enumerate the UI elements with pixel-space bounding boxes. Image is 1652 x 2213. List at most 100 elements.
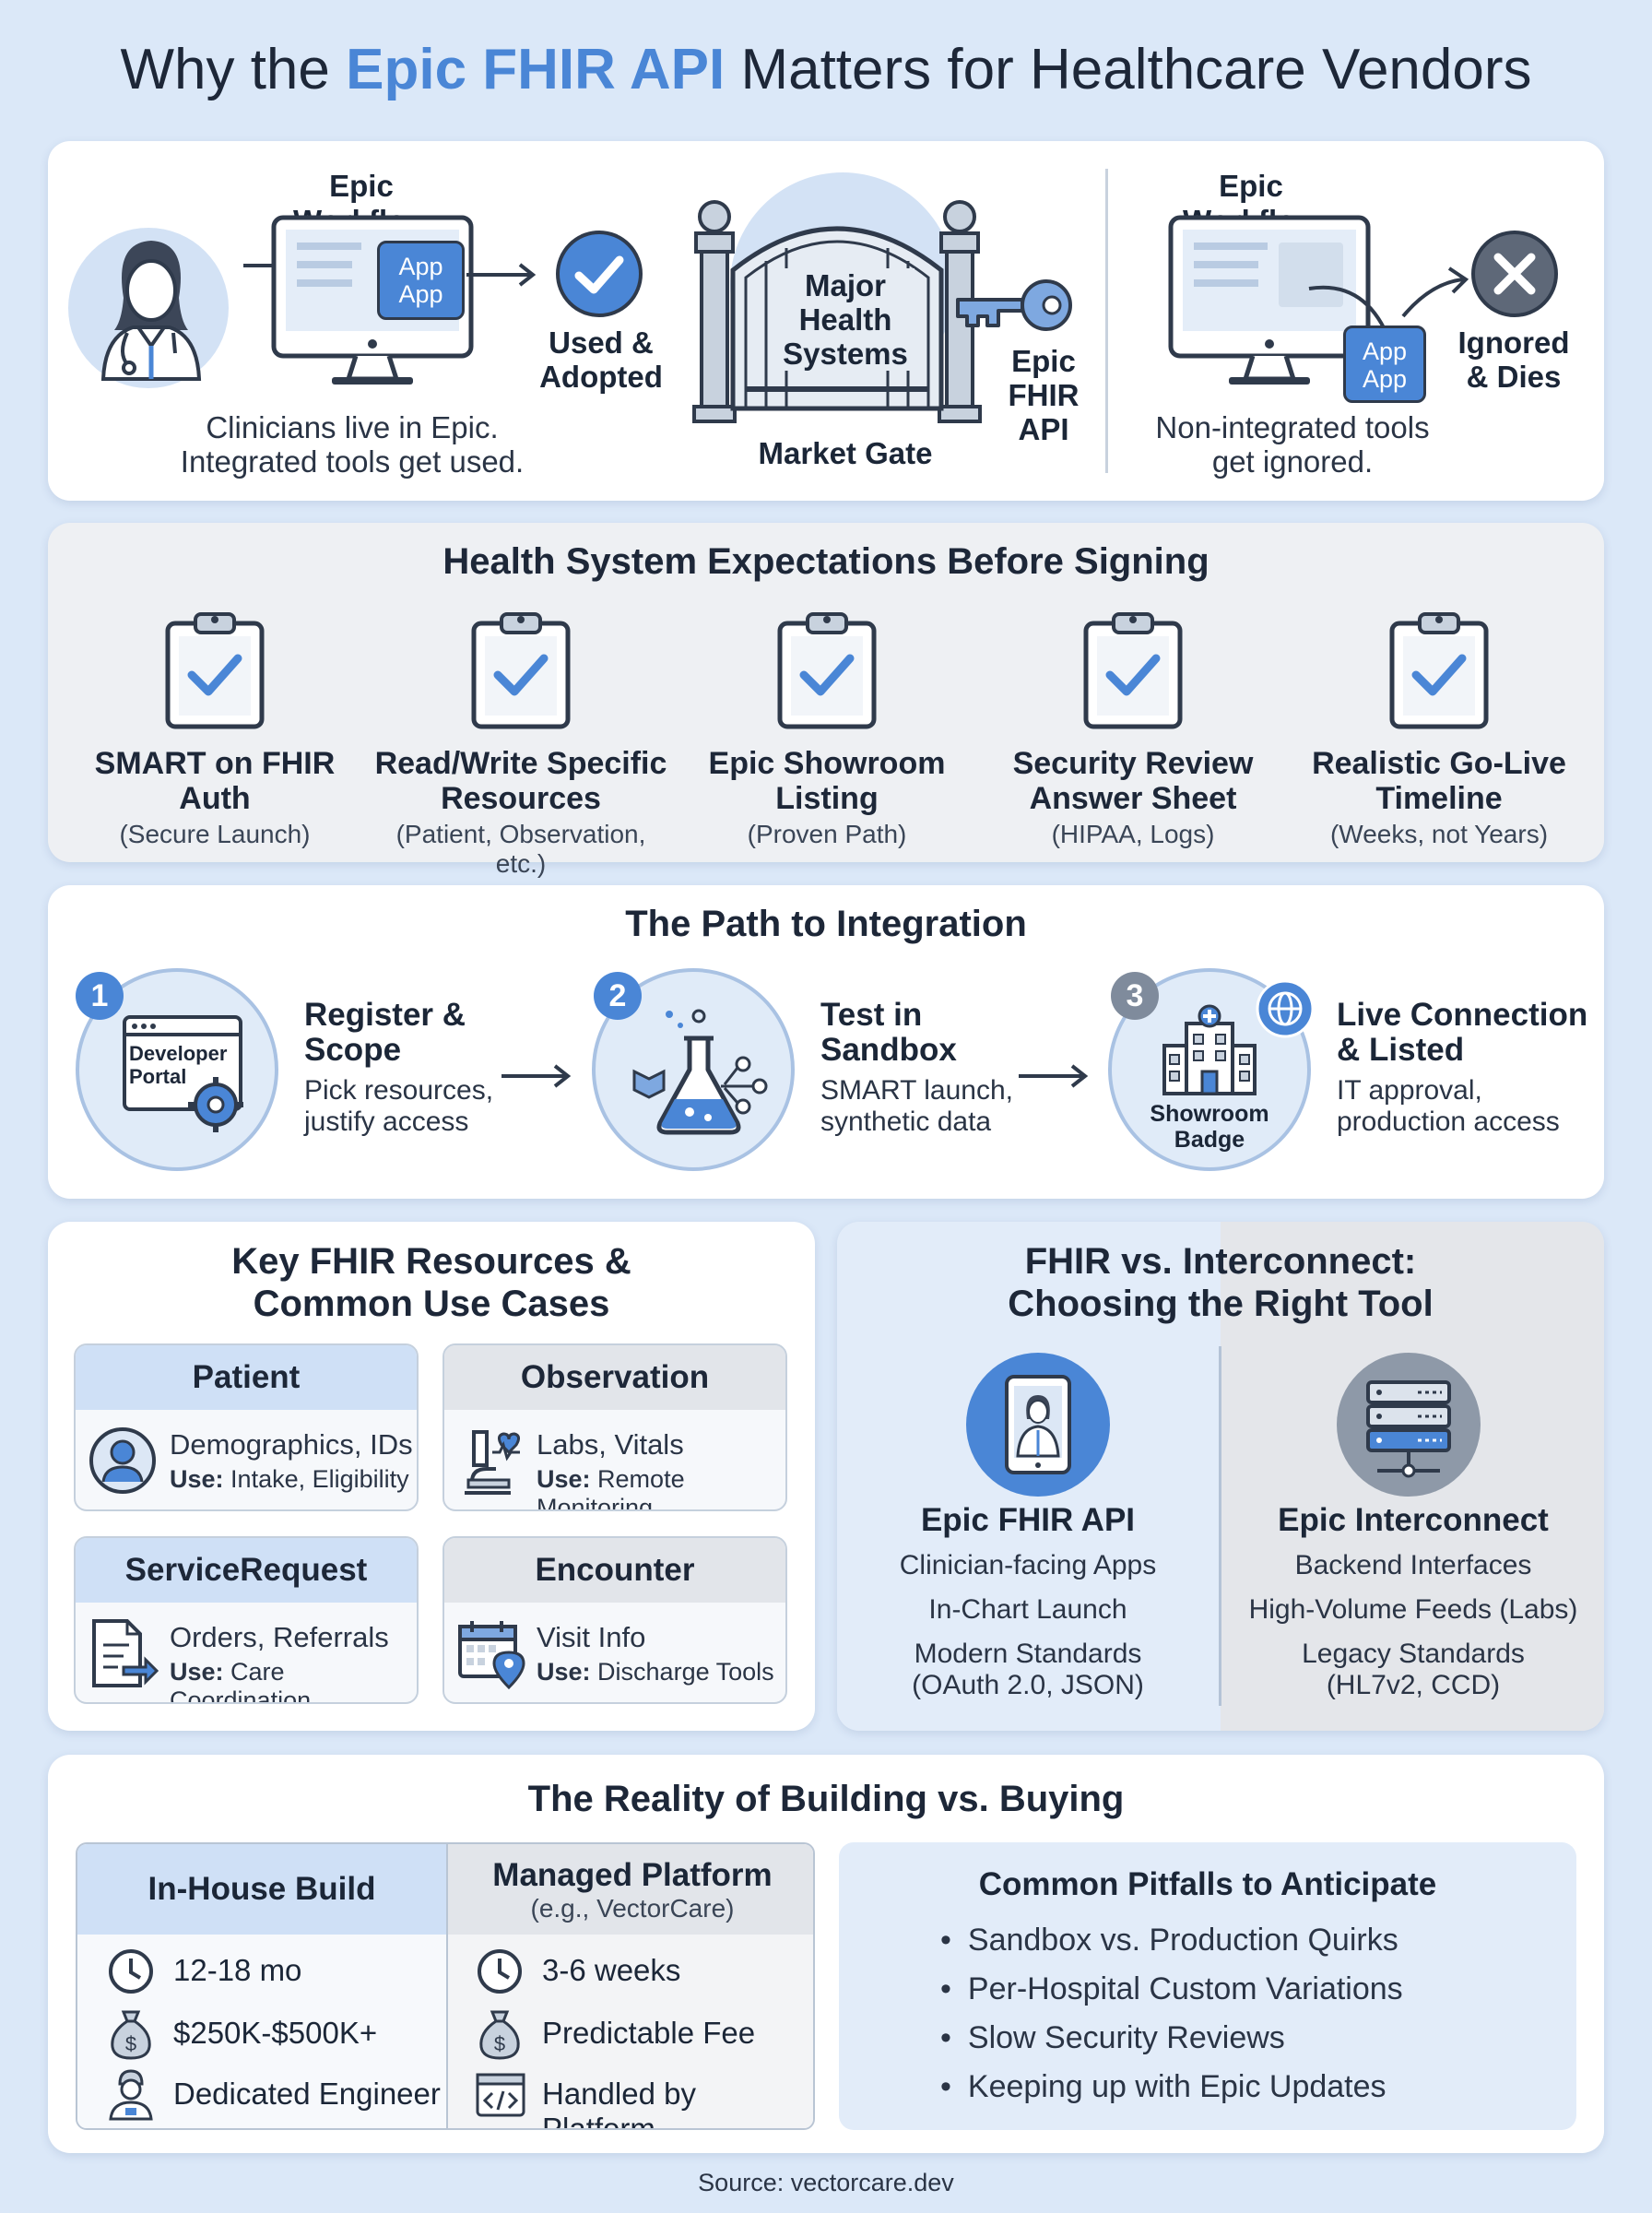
engineer-icon: [109, 2069, 153, 2121]
step-title: Live Connection& Listed: [1337, 998, 1595, 1068]
resources-card: Key FHIR Resources &Common Use Cases Pat…: [48, 1222, 815, 1731]
server-icon: [1337, 1353, 1481, 1497]
market-gate-caption: Market Gate: [758, 436, 933, 470]
expectation-sub: (Patient, Observation, etc.): [395, 820, 646, 878]
fhir-column: Epic FHIR API Clinician-facing Apps In-C…: [837, 1498, 1219, 1701]
step-desc: SMART launch,synthetic data: [820, 1075, 1042, 1138]
clock-icon: [109, 1949, 153, 1994]
pitfall-item: Keeping up with Epic Updates: [940, 2063, 1576, 2112]
expectation-sub: (HIPAA, Logs): [1051, 820, 1215, 848]
inhouse-name: In-House Build: [148, 1871, 376, 1907]
resource-card-observation: Observation Labs, Vitals Use: Remote Mon…: [442, 1343, 787, 1511]
user-icon: [89, 1427, 156, 1494]
step-desc-line: Pick resources,: [304, 1075, 494, 1106]
app-label: App: [398, 280, 443, 308]
key-line: FHIR: [1008, 378, 1080, 412]
heading-line: Key FHIR Resources &: [231, 1241, 631, 1282]
step-desc-line: SMART launch,: [820, 1075, 1013, 1106]
key-line: API: [1018, 412, 1069, 446]
page-title: Why the Epic FHIR API Matters for Health…: [0, 37, 1652, 102]
interconnect-line: High-Volume Feeds (Labs): [1248, 1594, 1578, 1625]
step-title: Register &Scope: [304, 998, 525, 1068]
money-bag-icon: $: [479, 2010, 520, 2060]
hospital-icon: [1162, 1004, 1257, 1095]
title-prefix: Why the: [120, 38, 347, 101]
use-value: Care Coordination: [170, 1658, 312, 1704]
expectation-line: SMART on FHIR: [94, 746, 336, 781]
use-prefix: Use:: [170, 1465, 224, 1493]
flask-icon: [632, 1009, 768, 1135]
managed-staff: Handled by Platform: [542, 2077, 696, 2130]
expectation-sub: (Secure Launch): [119, 820, 311, 848]
ignored-label: Ignored& Dies: [1440, 325, 1587, 394]
compare-card: FHIR vs. Interconnect:Choosing the Right…: [837, 1222, 1604, 1731]
resource-use: Use: Remote Monitoring: [537, 1465, 785, 1511]
icon-label-line: Showroom: [1150, 1101, 1269, 1127]
resources-heading: Key FHIR Resources &Common Use Cases: [48, 1240, 815, 1325]
title-highlight: Epic FHIR API: [346, 38, 726, 101]
code-window-icon: [476, 2073, 525, 2117]
arrow-right-icon: [502, 1064, 572, 1088]
developer-portal-icon: [123, 1015, 243, 1132]
caption-line: Non-integrated tools: [1155, 410, 1430, 444]
step-2-badge: 2: [594, 972, 642, 1020]
use-value: Remote Monitoring: [537, 1465, 685, 1511]
resource-card-patient: Patient Demographics, IDs Use: Intake, E…: [74, 1343, 419, 1511]
tablet-doctor-icon: [966, 1353, 1110, 1497]
build-table: In-House Build Managed Platform (e.g., V…: [76, 1842, 815, 2130]
ignored-line: Ignored: [1457, 325, 1570, 360]
resource-name: Patient: [76, 1345, 417, 1410]
icon-label-line: Badge: [1174, 1127, 1245, 1153]
interconnect-line: Legacy Standards: [1302, 1639, 1525, 1669]
monitor-icon: [1168, 215, 1371, 385]
step-title-line: & Listed: [1337, 1032, 1465, 1068]
step-desc: IT approval,production access: [1337, 1075, 1595, 1138]
heading-line: Common Use Cases: [253, 1284, 610, 1324]
pitfalls-heading: Common Pitfalls to Anticipate: [978, 1866, 1437, 1902]
step-title-line: Scope: [304, 1032, 402, 1068]
step-1-text: Register &Scope Pick resources,justify a…: [304, 998, 525, 1138]
gate-line: Health: [798, 302, 892, 337]
compare-heading: FHIR vs. Interconnect:Choosing the Right…: [837, 1240, 1604, 1325]
app-label: App: [1362, 337, 1408, 365]
interconnect-line: Backend Interfaces: [1294, 1550, 1532, 1580]
step-1-badge: 1: [76, 972, 124, 1020]
fhir-line: Modern Standards: [914, 1639, 1142, 1669]
interconnect-line: (HL7v2, CCD): [1326, 1670, 1501, 1700]
step-desc-line: justify access: [304, 1106, 469, 1137]
app-label: App: [1362, 365, 1408, 393]
microscope-heart-icon: [465, 1430, 521, 1495]
gate-line: Systems: [783, 337, 908, 371]
caption-line: Clinicians live in Epic.: [206, 410, 499, 444]
use-prefix: Use:: [170, 1658, 224, 1686]
resource-name: Encounter: [444, 1538, 785, 1603]
step-3-text: Live Connection& Listed IT approval,prod…: [1337, 998, 1595, 1138]
caption-line: Integrated tools get used.: [180, 444, 525, 479]
step-3-badge: 3: [1111, 972, 1159, 1020]
pitfalls-box: Common Pitfalls to Anticipate Sandbox vs…: [839, 1842, 1576, 2130]
fhir-name: Epic FHIR API: [920, 1502, 1136, 1538]
pitfall-item: Slow Security Reviews: [940, 2014, 1576, 2063]
build-buy-card: The Reality of Building vs. Buying In-Ho…: [48, 1755, 1604, 2153]
inhouse-cost: $250K-$500K+: [173, 2016, 378, 2050]
source-note: Source: vectorcare.dev: [698, 2169, 954, 2196]
fhir-line: (OAuth 2.0, JSON): [912, 1670, 1144, 1700]
icon-label-line: Portal: [129, 1065, 187, 1088]
expectations-card: Health System Expectations Before Signin…: [48, 523, 1604, 878]
fhir-line: In-Chart Launch: [928, 1594, 1127, 1625]
build-buy-heading: The Reality of Building vs. Buying: [527, 1779, 1125, 1819]
path-heading: The Path to Integration: [625, 904, 1027, 944]
resource-use: Use: Intake, Eligibility: [170, 1465, 409, 1494]
